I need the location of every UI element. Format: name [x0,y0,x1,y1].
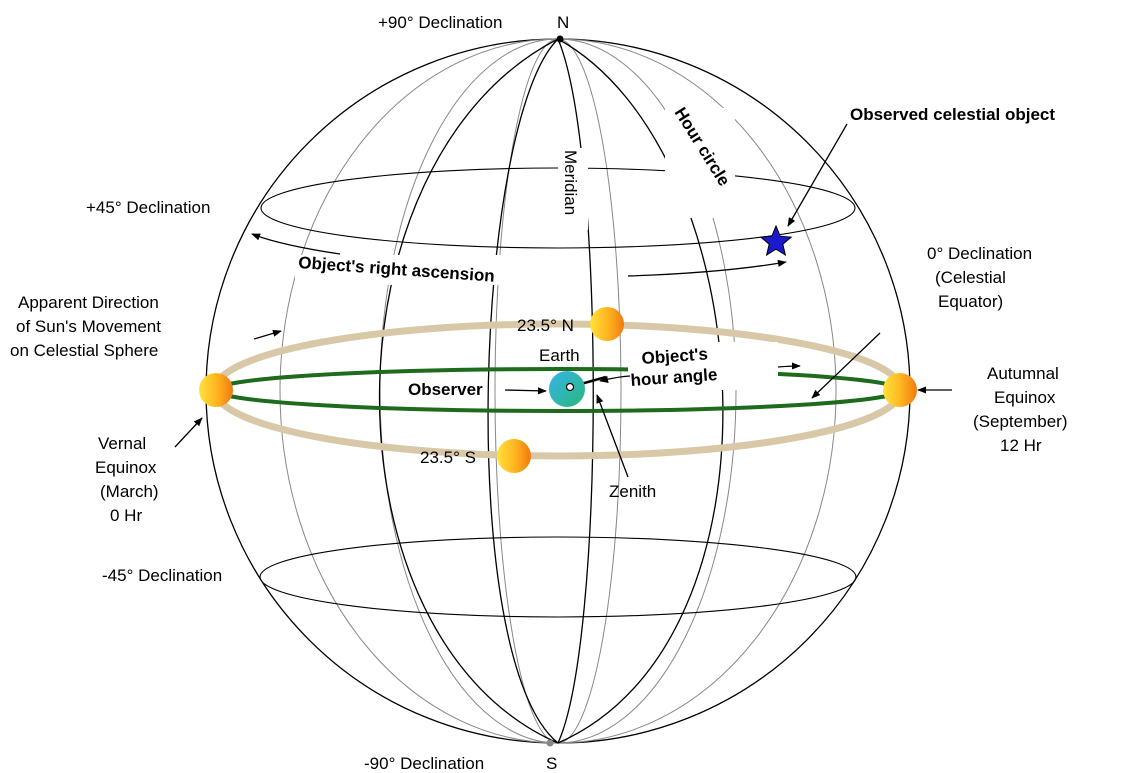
meridian-arc [487,38,559,744]
right-ascension-arrow-right [627,259,787,277]
apparent-direction-line1: Apparent Direction [18,293,159,312]
meridian-arc [557,38,594,744]
earth-label: Earth [539,346,580,365]
tropic-south-label: 23.5° S [420,448,476,467]
vernal-label-line2: Equinox [95,458,157,477]
vernal-arrow [174,417,203,448]
hour-angle-arrow-right [777,362,801,370]
south-pole-dot [546,739,554,747]
star-icon [759,224,793,257]
hour-angle-arrow-left [599,375,631,383]
vernal-label-line3: (March) [100,482,159,501]
observed-object-arrow [787,123,848,227]
autumnal-label-line1: Autumnal [987,364,1059,383]
right-ascension-arrow-left [251,233,341,255]
autumnal-label-line4: 12 Hr [1000,436,1042,455]
equator-pointer-arrow [811,332,881,399]
south-declination-label: -90° Declination [364,754,484,773]
observer-label: Observer [408,380,483,399]
zenith-label: Zenith [609,482,656,501]
apparent-direction-line3: on Celestial Sphere [10,341,158,360]
south-pole-label: S [546,754,557,773]
sun-direction-arrow [253,329,282,340]
sun-icon [497,439,531,473]
meridian-label: Meridian [561,150,580,215]
equator-label-line2: (Celestial [935,268,1006,287]
tropic-north-label: 23.5° N [517,316,574,335]
autumnal-label-line2: Equinox [994,388,1056,407]
observed-object-label: Observed celestial object [850,105,1055,124]
sun-icon [883,373,917,407]
observer-marker [565,382,575,392]
apparent-direction-line2: of Sun's Movement [16,317,161,336]
equator-label-line3: Equator) [938,292,1003,311]
minus45-declination-circle [259,536,857,618]
north-pole-dot [556,35,564,43]
north-declination-label: +90° Declination [378,13,502,32]
autumnal-label-line3: (September) [973,412,1067,431]
hour-angle-label-line1: Object's [641,344,709,368]
longitude-line [378,38,559,744]
zenith-arrow [596,394,629,478]
vernal-label-line1: Vernal [98,434,146,453]
sun-icon [590,307,624,341]
sun-icon [199,373,233,407]
plus45-declination-label: +45° Declination [86,198,210,217]
north-pole-label: N [557,13,569,32]
minus45-declination-label: -45° Declination [102,566,222,585]
arrows [174,123,952,478]
equator-label-line1: 0° Declination [927,244,1032,263]
hour-circle-arc [557,38,724,744]
vernal-label-line4: 0 Hr [110,506,142,525]
observer-arrow [504,387,547,395]
